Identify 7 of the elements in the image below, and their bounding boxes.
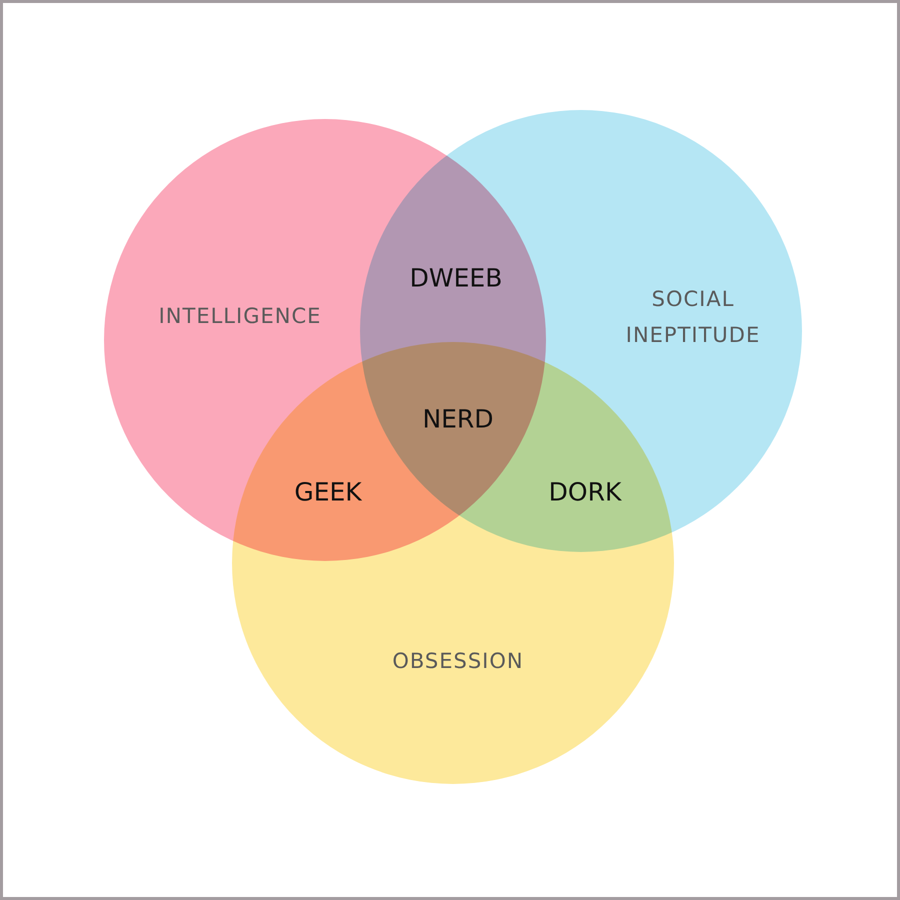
set-label: OBSESSION — [391, 648, 525, 675]
overlap-label: NERD — [422, 404, 494, 434]
overlap-label: DWEEB — [410, 264, 502, 292]
set-label: INTELLIGENCE — [158, 303, 322, 330]
overlap-label: DORK — [548, 478, 622, 506]
overlap-label: GEEK — [294, 478, 362, 506]
set-label: SOCIAL INEPTITUDE — [624, 286, 762, 349]
